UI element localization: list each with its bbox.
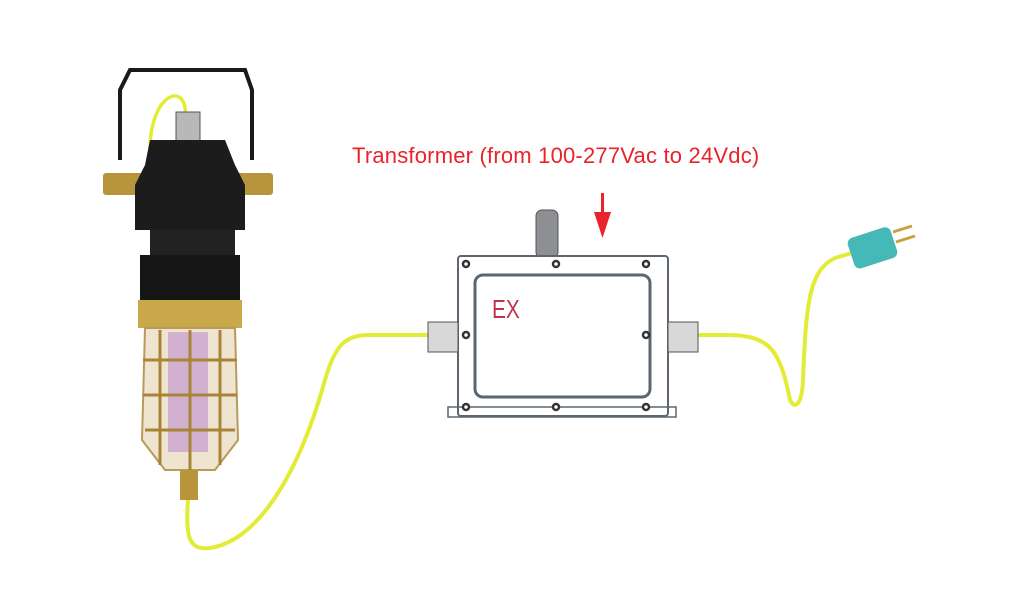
transformer-annotation: Transformer (from 100-277Vac to 24Vdc): [352, 143, 760, 168]
cable-transformer-to-plug: [688, 250, 857, 407]
ex-marking: EX: [492, 294, 520, 324]
down-arrow-icon: [594, 193, 611, 238]
power-plug: [847, 224, 916, 269]
cable-lamp-to-transformer: [148, 94, 432, 551]
lamp-fixture: [103, 68, 273, 500]
transformer-box: [427, 209, 699, 418]
